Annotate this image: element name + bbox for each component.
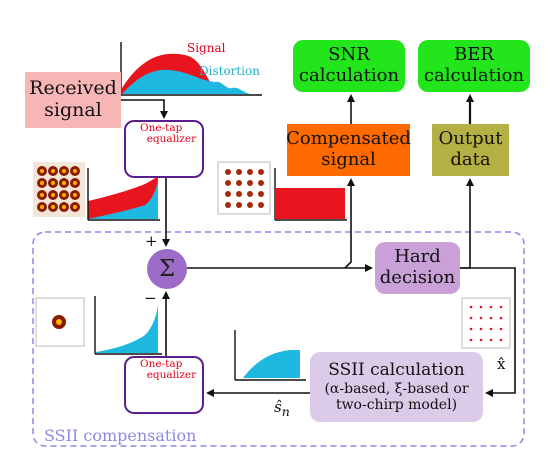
snr-line1: SNR [328, 44, 370, 66]
ssii-calc-line3: two-chirp model) [335, 396, 458, 413]
compensated-constellation-image [217, 161, 271, 215]
ssii-region-border [32, 231, 525, 447]
received-spectrum-plot [120, 42, 262, 96]
output-line2: data [450, 149, 491, 170]
ssii-estimated-spectrum-plot [234, 330, 306, 381]
equalizer-1-line2: equalizer [146, 133, 197, 146]
received-line1: Received [29, 77, 117, 100]
hard-decision-box: Hard decision [375, 242, 460, 294]
hard-decision-line2: decision [379, 267, 456, 288]
arrow-hard-decision-to-ssii-calc [460, 267, 516, 397]
snr-line2: calculation [298, 65, 400, 86]
equalizer-2-line2: equalizer [146, 369, 197, 382]
arrow-received-to-equalizer [121, 99, 168, 119]
arrow-to-compensated-signal [344, 178, 355, 269]
ssii-compensation-label: SSII compensation [44, 426, 197, 445]
distortion-label: Distortion [199, 64, 261, 78]
hard-decision-line1: Hard [394, 246, 441, 268]
s-hat-symbol: ŝ [274, 398, 282, 416]
received-signal-box: Received signal [25, 72, 121, 128]
plus-sign: + [145, 232, 158, 250]
decision-constellation-image [461, 297, 511, 349]
snr-calculation-box: SNR calculation [293, 40, 405, 92]
compensated-signal-box: Compensated signal [286, 124, 411, 176]
ber-line2: calculation [423, 65, 525, 86]
ssii-calc-line2: (α-based, ξ-based or [324, 380, 469, 397]
ber-line1: BER [454, 44, 494, 66]
minus-sign: − [144, 289, 157, 307]
received-constellation-image [33, 162, 85, 217]
received-line2: signal [44, 99, 102, 121]
compensated-line1: Compensated [286, 128, 411, 150]
ssii-distortion-spectrum-plot [94, 296, 162, 355]
equalized-spectrum-plot [87, 168, 160, 221]
compensated-line2: signal [321, 149, 376, 170]
summation-node: Σ [147, 249, 187, 289]
one-tap-equalizer-2: One-tap equalizer [124, 356, 204, 414]
ssii-constellation-image [35, 297, 85, 347]
one-tap-equalizer-1: One-tap equalizer [124, 120, 204, 178]
s-hat-subscript: n [281, 404, 290, 419]
compensated-spectrum-plot [274, 168, 347, 221]
output-line1: Output [438, 128, 503, 150]
arrow-hard-decision-to-output [460, 178, 474, 269]
ber-calculation-box: BER calculation [418, 40, 530, 92]
equalizer-1-line1: One-tap [140, 122, 183, 134]
output-data-box: Output data [432, 124, 509, 176]
x-hat-label: x̂ [497, 355, 506, 373]
signal-label: Signal [187, 41, 226, 55]
ssii-calc-line1: SSII calculation [328, 360, 465, 381]
ssii-calculation-box: SSII calculation (α-based, ξ-based or tw… [310, 352, 483, 422]
s-hat-label: ŝn [274, 398, 290, 419]
summation-symbol: Σ [158, 256, 176, 282]
equalizer-2-line1: One-tap [140, 358, 183, 370]
